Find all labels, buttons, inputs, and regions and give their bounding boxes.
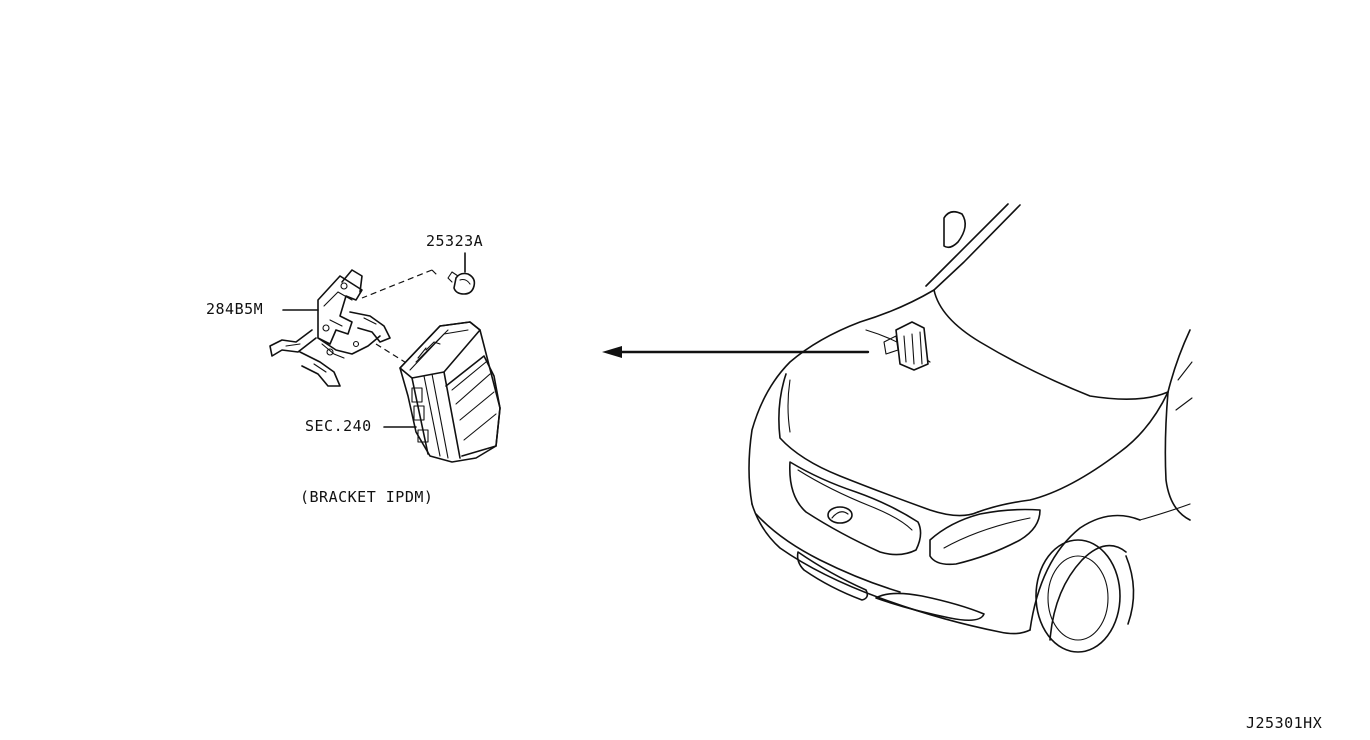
ipdm-callout-label: SEC.240	[305, 417, 372, 435]
grommet-clip-part	[447, 252, 476, 295]
bracket-part	[269, 269, 391, 387]
diagram-code-label: J25301HX	[1246, 714, 1323, 732]
direction-arrow	[602, 346, 870, 358]
caption-label: (BRACKET IPDM)	[300, 488, 434, 506]
clip-dashed-leader	[361, 269, 433, 299]
grommet-callout-label: 25323A	[426, 232, 484, 250]
ipdm-module-part	[399, 321, 501, 463]
bracket-callout-label: 284B5M	[206, 300, 264, 318]
vehicle-front-illustration	[748, 203, 1193, 653]
